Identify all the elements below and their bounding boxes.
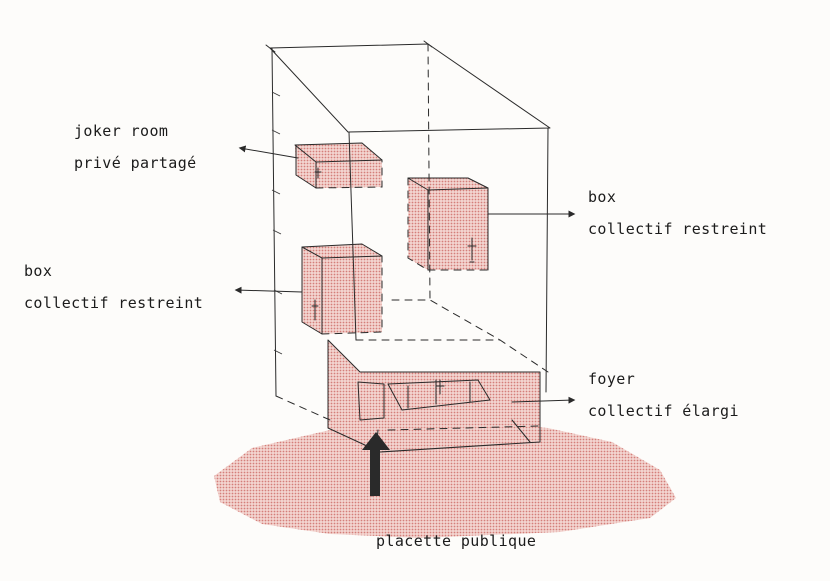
entrance-arrow [362,429,390,497]
building-wireframe [265,40,551,453]
arrow-joker-room [238,145,299,159]
arrow-foyer [511,396,576,404]
foyer-volume [328,340,540,458]
label-foyer-sub: collectif élargi [588,402,739,420]
box-right-volume [407,177,489,271]
label-box-right-sub: collectif restreint [588,220,768,238]
label-joker-room: joker room [74,122,169,140]
label-foyer: foyer [588,370,636,388]
label-box-right: box [588,188,617,206]
label-placette: placette publique [376,532,537,550]
label-box-left: box [24,262,53,280]
label-box-left-sub: collectif restreint [24,294,204,312]
joker-room-box [294,142,383,189]
label-joker-room-sub: privé partagé [74,154,197,172]
box-left-volume [301,243,383,335]
placette-ground [214,418,676,538]
arrow-box-left [234,286,303,294]
